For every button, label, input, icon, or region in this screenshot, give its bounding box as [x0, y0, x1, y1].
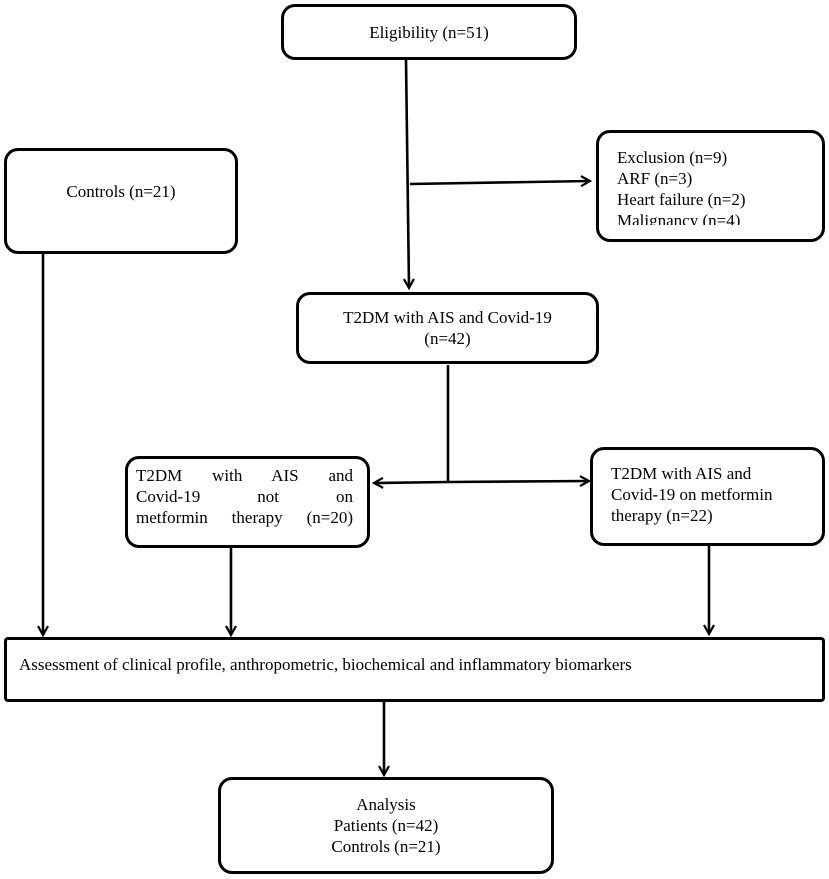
eligibility-label: Eligibility (n=51)	[369, 22, 489, 42]
on-metformin-line-2: Covid-19 on metformin	[611, 485, 773, 504]
assessment-box: Assessment of clinical profile, anthropo…	[4, 637, 825, 702]
arrow-to-on-metformin	[447, 481, 589, 482]
not-on-metformin-line-3: metformin therapy (n=20)	[136, 508, 353, 527]
exclusion-total: Exclusion (n=9)	[617, 148, 728, 167]
exclusion-heart-failure: Heart failure (n=2)	[617, 190, 746, 209]
on-metformin-line-1: T2DM with AIS and	[611, 464, 752, 483]
eligibility-box: Eligibility (n=51)	[281, 4, 577, 60]
analysis-title: Analysis	[356, 795, 416, 814]
analysis-box: Analysis Patients (n=42) Controls (n=21)	[218, 777, 554, 874]
exclusion-malignancy: Malignancy (n=4)	[617, 211, 741, 225]
cohort-title: T2DM with AIS and Covid-19	[343, 308, 552, 327]
not-on-metformin-line-2: Covid-19 not on	[136, 487, 353, 506]
analysis-patients: Patients (n=42)	[333, 816, 439, 835]
arrow-eligibility-to-cohort	[406, 59, 409, 288]
on-metformin-line-3: therapy (n=22)	[611, 506, 713, 525]
assessment-label: Assessment of clinical profile, anthropo…	[19, 655, 632, 674]
on-metformin-box: T2DM with AIS and Covid-19 on metformin …	[590, 447, 825, 546]
not-on-metformin-line-1: T2DM with AIS and	[136, 466, 353, 485]
controls-box: Controls (n=21)	[4, 148, 238, 254]
analysis-controls: Controls (n=21)	[331, 837, 441, 856]
exclusion-arf: ARF (n=3)	[617, 169, 693, 188]
controls-label: Controls (n=21)	[66, 182, 176, 201]
exclusion-box: Exclusion (n=9) ARF (n=3) Heart failure …	[596, 130, 825, 242]
arrow-to-not-on-metformin	[374, 482, 449, 483]
cohort-count: (n=42)	[424, 329, 471, 348]
cohort-box: T2DM with AIS and Covid-19 (n=42)	[296, 292, 599, 364]
not-on-metformin-box: T2DM with AIS and Covid-19 not on metfor…	[125, 456, 370, 548]
arrow-to-exclusion	[409, 181, 590, 184]
